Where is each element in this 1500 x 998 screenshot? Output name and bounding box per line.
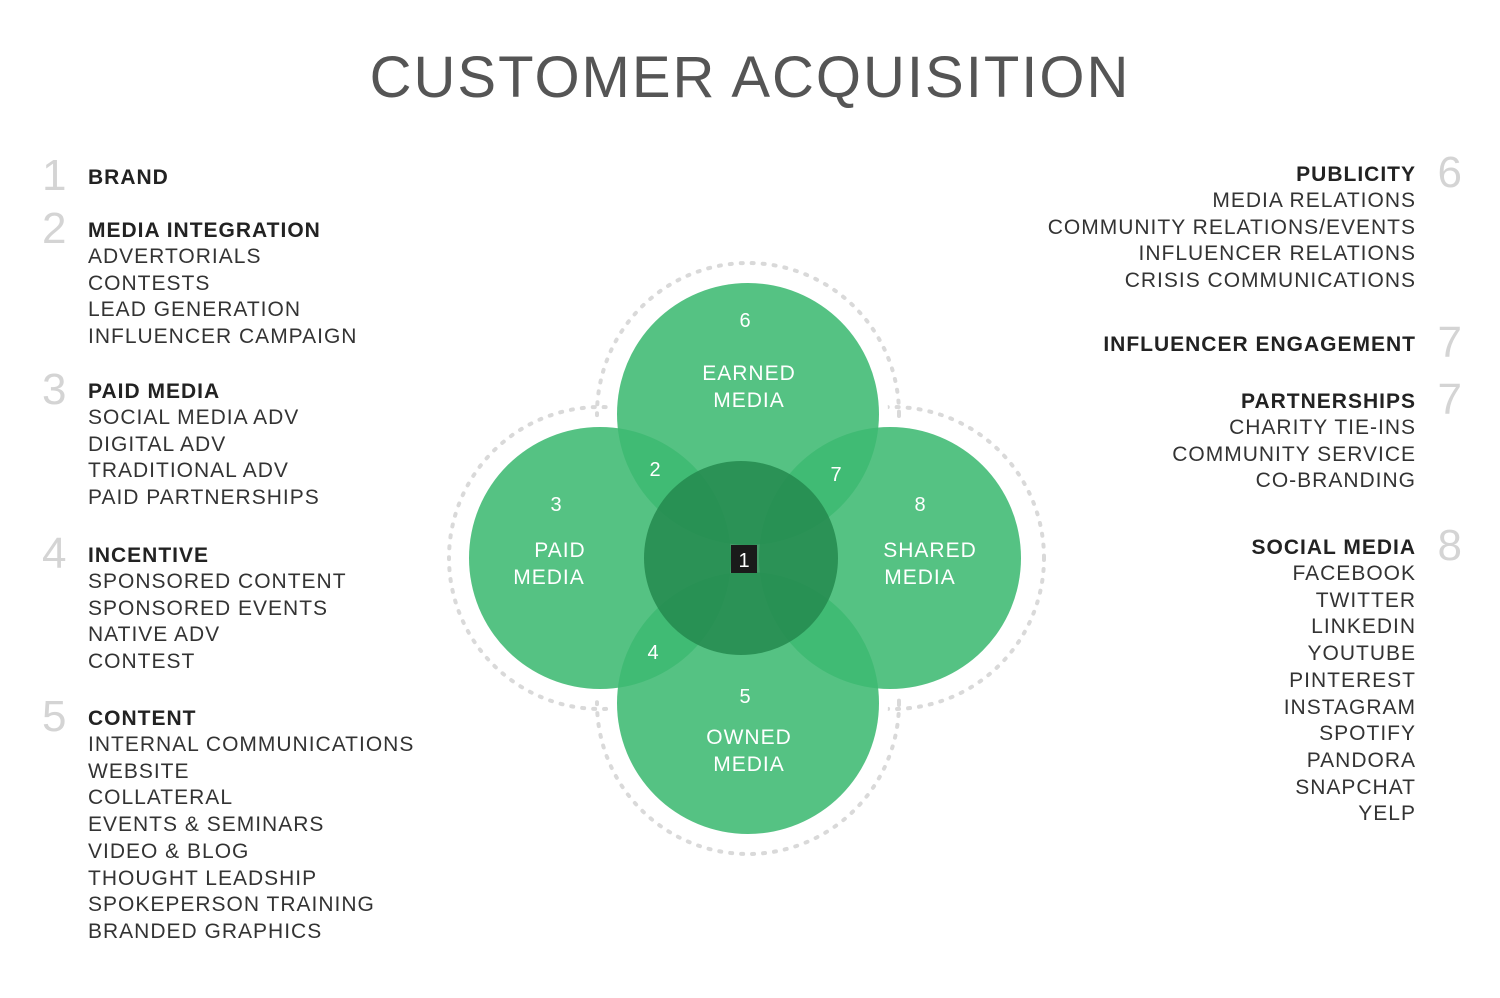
list-item: YOUTUBE (1307, 642, 1416, 666)
list-item: SPOTIFY (1319, 722, 1416, 746)
list-item: MEDIA RELATIONS (1212, 189, 1416, 212)
center-box (731, 545, 757, 573)
owned-number: 5 (739, 686, 750, 708)
overlap-number-4: 4 (647, 642, 658, 664)
list-item: CO-BRANDING (1255, 469, 1416, 493)
list-item: ADVERTORIALS (88, 245, 262, 268)
group-number: 7 (1437, 375, 1462, 424)
owned-label-line1: OWNED (706, 726, 792, 749)
list-item: CHARITY TIE-INS (1229, 416, 1416, 439)
page-title: CUSTOMER ACQUISITION (369, 45, 1131, 110)
list-item: COMMUNITY RELATIONS/EVENTS (1047, 215, 1416, 239)
paid-number: 3 (550, 494, 561, 516)
owned-ring (595, 550, 901, 856)
owned-label-line2: MEDIA (713, 753, 785, 776)
group-number: 3 (42, 365, 67, 414)
overlap-number-2: 2 (649, 459, 660, 481)
group-influencer-engagement: 7 INFLUENCER ENGAGEMENT (956, 321, 1462, 365)
list-item: LINKEDIN (1311, 615, 1416, 639)
paid-label-line2: MEDIA (513, 566, 585, 589)
group-paid-media: 3 PAID MEDIA SOCIAL MEDIA ADV DIGITAL AD… (42, 368, 320, 512)
list-item: INTERNAL COMMUNICATIONS (88, 733, 415, 756)
group-number: 1 (42, 151, 67, 200)
group-incentive: 4 INCENTIVE SPONSORED CONTENT SPONSORED … (42, 532, 347, 676)
list-item: SOCIAL MEDIA ADV (88, 406, 300, 429)
group-partnerships: 7 PARTNERSHIPS CHARITY TIE-INS COMMUNITY… (956, 378, 1462, 495)
group-brand: 1 BRAND (42, 154, 169, 198)
center-number: 1 (738, 550, 749, 572)
list-item: SNAPCHAT (1295, 775, 1416, 799)
list-item: BRANDED GRAPHICS (88, 919, 323, 943)
list-item: CONTEST (88, 650, 196, 674)
paid-label-line1: PAID (534, 539, 585, 562)
list-item: SPONSORED EVENTS (88, 596, 329, 620)
group-heading: BRAND (88, 166, 169, 189)
group-publicity: 6 PUBLICITY MEDIA RELATIONS COMMUNITY RE… (956, 151, 1462, 295)
group-heading: PUBLICITY (1296, 163, 1416, 186)
list-item: INFLUENCER CAMPAIGN (88, 325, 358, 349)
group-heading: INFLUENCER ENGAGEMENT (1103, 333, 1416, 356)
list-item: VIDEO & BLOG (88, 839, 250, 863)
list-item: COMMUNITY SERVICE (1172, 442, 1416, 466)
list-item: NATIVE ADV (88, 623, 221, 647)
list-item: EVENTS & SEMINARS (88, 813, 325, 837)
group-number: 7 (1437, 318, 1462, 367)
group-number: 8 (1437, 521, 1462, 570)
list-item: TWITTER (1315, 588, 1416, 612)
group-heading: INCENTIVE (88, 544, 210, 567)
list-item: PANDORA (1306, 748, 1416, 772)
group-number: 2 (42, 204, 67, 253)
list-item: SPOKEPERSON TRAINING (88, 893, 375, 917)
list-item: DIGITAL ADV (88, 432, 227, 456)
owned-media-circle (617, 572, 879, 834)
earned-number: 6 (739, 310, 750, 332)
list-item: WEBSITE (88, 759, 190, 783)
overlap-number-7: 7 (830, 464, 841, 486)
list-item: TRADITIONAL ADV (88, 459, 289, 483)
earned-label-line2: MEDIA (713, 389, 785, 412)
group-heading: PAID MEDIA (88, 380, 221, 403)
shared-label-line2: MEDIA (884, 566, 956, 589)
list-item: YELP (1358, 802, 1416, 826)
group-social-media: 8 SOCIAL MEDIA FACEBOOK TWITTER LINKEDIN… (956, 524, 1462, 828)
list-item: COLLATERAL (88, 786, 233, 810)
earned-ring (595, 261, 901, 567)
group-content: 5 CONTENT INTERNAL COMMUNICATIONS WEBSIT… (42, 695, 415, 946)
group-heading: SOCIAL MEDIA (1251, 536, 1416, 559)
list-item: INSTAGRAM (1283, 695, 1416, 719)
list-item: FACEBOOK (1292, 562, 1416, 585)
group-number: 4 (42, 529, 67, 578)
list-item: PINTEREST (1289, 668, 1416, 692)
shared-label-line1: SHARED (883, 539, 977, 562)
list-item: CONTESTS (88, 271, 211, 295)
group-heading: PARTNERSHIPS (1241, 390, 1416, 413)
list-item: INFLUENCER RELATIONS (1138, 242, 1416, 266)
group-heading: CONTENT (88, 707, 197, 730)
group-media-integration: 2 MEDIA INTEGRATION ADVERTORIALS CONTEST… (42, 207, 358, 351)
group-number: 6 (1437, 148, 1462, 197)
group-number: 5 (42, 692, 67, 741)
list-item: LEAD GENERATION (88, 298, 301, 322)
earned-label-line1: EARNED (702, 362, 796, 385)
list-item: THOUGHT LEADSHIP (88, 866, 318, 890)
list-item: CRISIS COMMUNICATIONS (1124, 269, 1416, 293)
shared-number: 8 (914, 494, 925, 516)
group-heading: MEDIA INTEGRATION (88, 219, 321, 242)
list-item: PAID PARTNERSHIPS (88, 486, 320, 510)
list-item: SPONSORED CONTENT (88, 570, 347, 593)
